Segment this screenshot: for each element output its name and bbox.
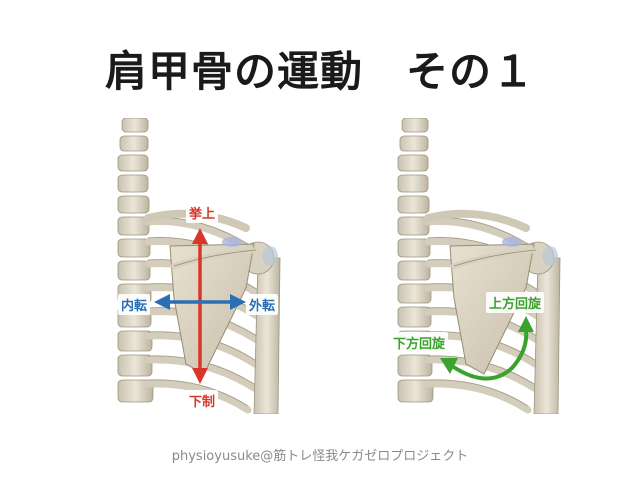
label-depression: 下制	[186, 390, 219, 411]
adduction-abduction-arrow	[154, 294, 246, 310]
label-elevation: 挙上	[186, 202, 219, 223]
rotation-arrow	[440, 316, 534, 381]
spine	[117, 118, 154, 403]
right-skeleton-panel: 上方回旋 下方回旋	[388, 118, 584, 414]
scapula	[169, 237, 259, 375]
page-title: 肩甲骨の運動 その１	[104, 47, 535, 96]
label-abduction: 外転	[246, 294, 279, 315]
clavicle	[424, 209, 530, 232]
credit-text: physioyusuke@筋トレ怪我ケガゼロプロジェクト	[171, 449, 469, 464]
left-skeleton-panel: 挙上 下制 内転 外転	[108, 118, 304, 414]
elevation-depression-arrow	[192, 228, 208, 384]
skeleton-illustration-left	[117, 118, 281, 414]
label-upward-rotation: 上方回旋	[486, 292, 545, 313]
label-downward-rotation: 下方回旋	[390, 332, 449, 353]
spine	[397, 118, 434, 403]
label-adduction: 内転	[118, 294, 151, 315]
skeleton-illustration-right	[397, 118, 561, 414]
